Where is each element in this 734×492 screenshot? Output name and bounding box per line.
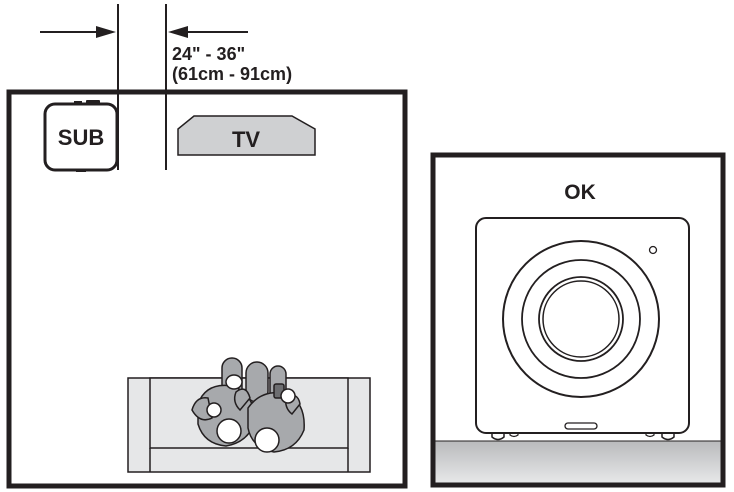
arrow-right-icon xyxy=(40,26,116,38)
distance-indicator: 24" - 36" (61cm - 91cm) xyxy=(40,4,292,170)
sub-label: SUB xyxy=(58,125,104,150)
seated-viewers xyxy=(191,357,305,453)
tv-label: TV xyxy=(232,127,260,152)
power-led-icon xyxy=(648,245,658,255)
tv-top-view: TV xyxy=(177,115,316,156)
room-plan: SUB TV xyxy=(6,89,408,489)
subwoofer-top-view: SUB xyxy=(43,100,119,172)
ok-label: OK xyxy=(564,181,596,204)
distance-inches-label: 24" - 36" xyxy=(172,44,245,64)
panel-outline xyxy=(430,152,726,488)
arrow-left-icon xyxy=(168,26,248,38)
floor xyxy=(433,441,723,485)
ok-placement-panel: OK xyxy=(430,152,726,488)
subwoofer-front-view xyxy=(475,217,690,441)
distance-cm-label: (61cm - 91cm) xyxy=(172,64,292,84)
room-outline xyxy=(6,89,408,489)
